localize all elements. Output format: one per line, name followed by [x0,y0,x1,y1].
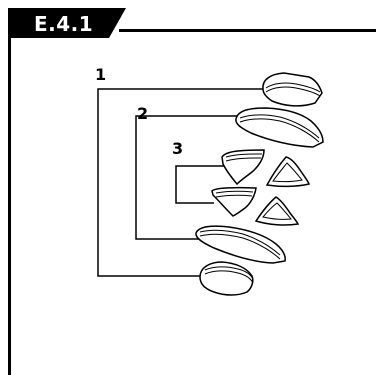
shape-level-3-close [211,186,257,217]
shape-level-2-close [195,225,286,264]
shape-level-2-open [235,107,324,148]
shape-level-1-open [262,72,323,107]
figure-tab-shape [8,8,126,38]
bracket-level-1 [97,88,270,277]
level-label-1: 1 [95,65,106,84]
shape-level-1-close [199,261,254,296]
bracket-level-3 [175,165,230,204]
figure-tab-label: E.4.1 [34,12,94,36]
level-label-3: 3 [172,139,183,158]
shape-level-3-triangle-lower [254,196,300,226]
bracket-level-2 [135,115,247,240]
shape-level-3-open [221,149,265,186]
level-label-2: 2 [137,104,148,123]
figure-tab: E.4.1 [8,8,126,38]
shape-level-3-triangle-upper [265,156,310,188]
